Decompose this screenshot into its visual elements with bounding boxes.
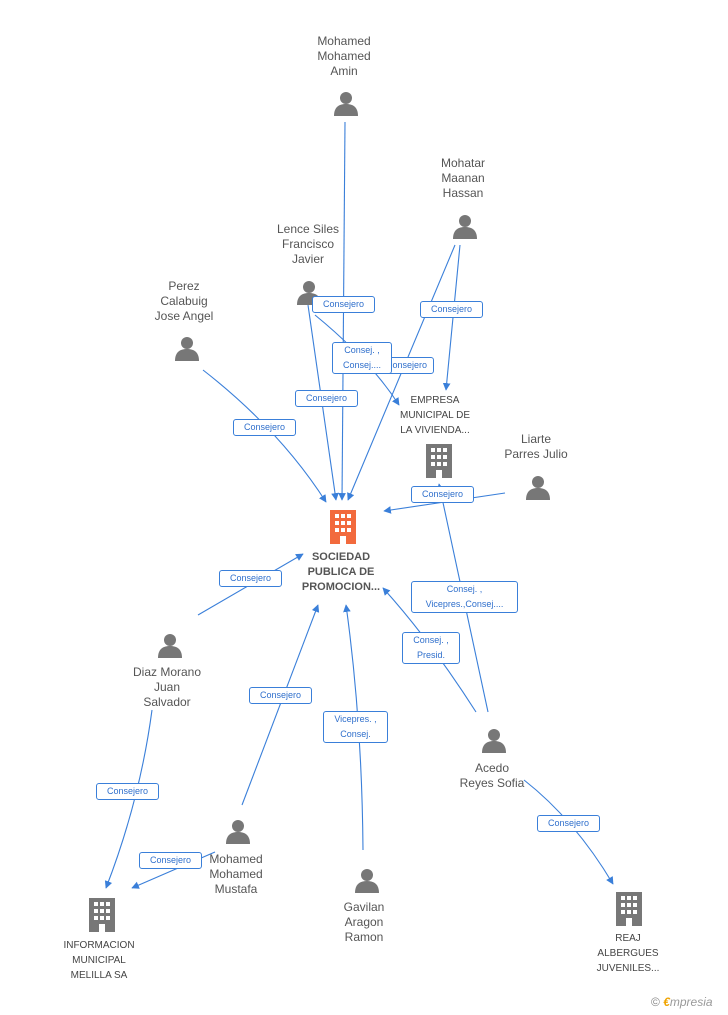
brand-name: mpresia — [669, 995, 713, 1009]
node-label-mohamed-amin[interactable]: Mohamed Mohamed Amin — [317, 34, 371, 78]
edge-label[interactable]: Consejero — [420, 301, 483, 318]
edge-label[interactable]: Consejero — [295, 390, 358, 407]
edge-label[interactable]: Consejero — [96, 783, 159, 800]
edge-label[interactable]: Consejero — [249, 687, 312, 704]
building-icon-informacion — [89, 898, 115, 932]
node-label-reaj[interactable]: REAJ ALBERGUES JUVENILES... — [596, 933, 660, 974]
edge-acedo-reaj — [523, 779, 614, 885]
edge-label[interactable]: Consejero — [219, 570, 282, 587]
edge-label[interactable]: Consej. , Presid. — [402, 632, 460, 664]
building-icon-empresa-vivienda — [426, 444, 452, 478]
edge-label[interactable]: Consejero — [411, 486, 474, 503]
copyright-symbol: © — [651, 995, 660, 1009]
node-label-gavilan[interactable]: Gavilan Aragon Ramon — [343, 900, 385, 944]
node-label-lence[interactable]: Lence Siles Francisco Javier — [276, 222, 340, 266]
node-label-informacion[interactable]: INFORMACION MUNICIPAL MELILLA SA — [63, 940, 135, 981]
node-label-empresa-vivienda[interactable]: EMPRESA MUNICIPAL DE LA VIVIENDA... — [399, 395, 470, 436]
person-icon-perez — [175, 337, 199, 361]
person-icon-mustafa — [226, 820, 250, 844]
person-icon-liarte — [526, 476, 550, 500]
person-icon-mohatar — [453, 215, 477, 239]
edge-label[interactable]: Consejero — [139, 852, 202, 869]
building-icon-sociedad — [330, 510, 356, 544]
edge-label[interactable]: Consejero — [233, 419, 296, 436]
person-icon-diaz — [158, 634, 182, 658]
node-label-mustafa[interactable]: Mohamed Mohamed Mustafa — [209, 852, 263, 896]
empresia-logo: © €mpresia — [651, 995, 713, 1009]
person-icon-mohamed-amin — [334, 92, 358, 116]
edge-label[interactable]: Consej. , Consej.... — [332, 342, 392, 374]
person-icon-gavilan — [355, 869, 379, 893]
node-label-liarte[interactable]: Liarte Parres Julio — [504, 432, 568, 461]
node-label-diaz[interactable]: Diaz Morano Juan Salvador — [132, 665, 202, 709]
node-label-mohatar[interactable]: Mohatar Maanan Hassan — [440, 156, 486, 200]
node-label-acedo[interactable]: Acedo Reyes Sofia — [459, 761, 525, 790]
edge-label[interactable]: Consejero — [312, 296, 375, 313]
edge-label[interactable]: Vicepres. , Consej. — [323, 711, 388, 743]
edge-mustafa-sociedad — [241, 604, 320, 806]
building-icon-reaj — [616, 892, 642, 926]
person-icon-acedo — [482, 729, 506, 753]
brand-initial: € — [663, 995, 670, 1009]
edge-label[interactable]: Consejero — [537, 815, 600, 832]
node-label-sociedad[interactable]: SOCIEDAD PUBLICA DE PROMOCION... — [301, 551, 381, 593]
edge-label[interactable]: Consej. , Vicepres.,Consej.... — [411, 581, 518, 613]
node-label-perez[interactable]: Perez Calabuig Jose Angel — [154, 279, 214, 323]
